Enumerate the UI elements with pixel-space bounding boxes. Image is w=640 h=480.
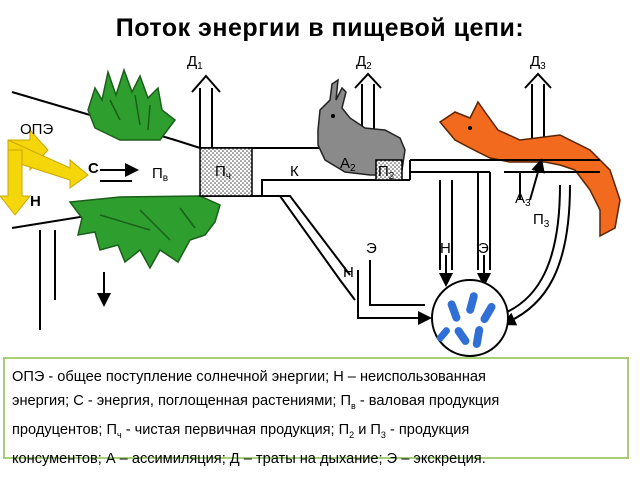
label-a3: А3 [515,190,531,209]
label-p3: П3 [533,211,550,230]
label-e2: Э [478,240,489,257]
hare-production-block [375,159,403,181]
label-n-left: Н [30,193,41,210]
fox-image [438,100,621,238]
to-decomposers-arrow-right [499,184,561,316]
legend-box: ОПЭ - общее поступление солнечной энерги… [3,357,629,467]
solar-energy-arrows [0,128,89,216]
label-c: С [88,160,99,177]
label-pch: Пч [215,163,231,182]
label-ope: ОПЭ [20,121,53,138]
label-e1: Э [366,240,377,257]
label-d2: Д2 [356,53,372,72]
decomposers-circle [431,279,509,357]
assimilation-a3-arrow [529,158,545,201]
plant-top [87,67,177,141]
net-production-block [199,147,253,197]
to-decomposers-arrow-left [369,260,425,306]
label-pv: Пв [152,165,168,184]
label-a2: А2 [340,155,356,174]
respiration-d1-pipe [191,74,221,148]
label-n1: Н [343,264,354,281]
label-n2: Н [440,240,451,257]
predator-channel [409,159,600,270]
label-d3: Д3 [530,53,546,72]
consumer-channel [252,179,410,301]
plant-bottom [68,195,221,270]
label-d1: Д1 [187,53,203,72]
label-k: К [290,163,299,180]
hare-image [317,78,406,176]
legend-line-4: консументов; А – ассимиляция; Д – траты … [12,450,486,467]
diagram-title: Поток энергии в пищевой цепи: [115,14,525,42]
legend-line-2: энергия; С - энергия, поглощенная растен… [12,393,500,411]
legend-line-1: ОПЭ - общее поступление солнечной энерги… [12,369,486,385]
legend-line-3: продуцентов; Пч - чистая первичная проду… [12,421,470,440]
label-p2: П2 [378,163,395,182]
